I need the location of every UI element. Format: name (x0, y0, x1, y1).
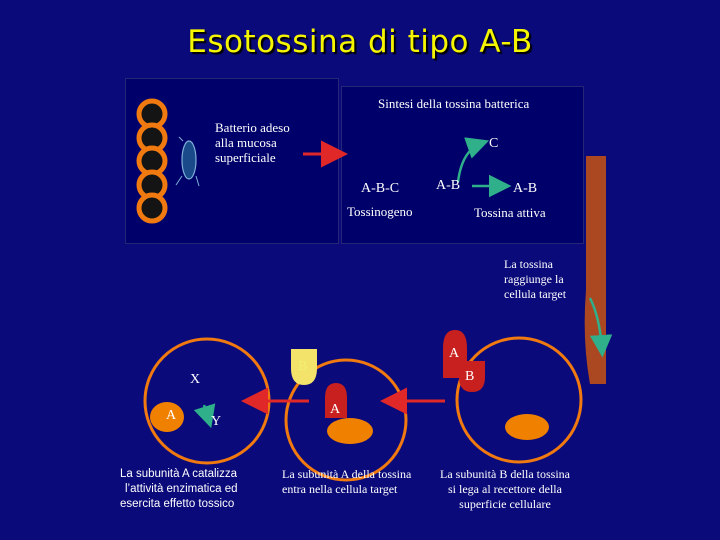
tossinogeno-label: Tossinogeno (347, 204, 413, 219)
cleavage-arrow (456, 137, 490, 183)
caption-middle: La subunità A della tossina entra nella … (282, 467, 412, 496)
transport-arrow (588, 297, 613, 358)
mucosa-cell (136, 192, 168, 224)
caption-right: La subunità B della tossina si lega al r… (440, 467, 570, 511)
tossina-attiva-label: Tossina attiva (474, 205, 546, 220)
reach-note: La tossina raggiunge la cellula target (504, 257, 567, 301)
page-title: Esotossina di tipo A-B (187, 24, 533, 60)
abc-label: A-B-C (361, 181, 400, 196)
label-y: Y (211, 414, 222, 429)
mucosa-cells (136, 98, 168, 224)
nucleus-left (150, 402, 184, 432)
label-x: X (190, 372, 201, 387)
enzymatic-arrow (193, 403, 216, 429)
ab-mid-label: A-B (436, 178, 461, 193)
bacterium-label: Batterio adeso alla mucosa superficiale (215, 120, 290, 165)
bacterium (175, 136, 200, 187)
target-cell-right (455, 336, 583, 464)
ab-right-label: A-B (513, 181, 538, 196)
subunit-b-right (459, 361, 485, 392)
label-a-middle: A (330, 402, 341, 417)
caption-left: La subunità A catalizza l’attività enzim… (120, 468, 238, 510)
subunit-b-middle (291, 349, 317, 385)
nucleus-right (505, 414, 549, 440)
nucleus-middle (327, 418, 373, 444)
target-tissue-edge (584, 156, 606, 384)
subunit-a-middle (325, 383, 347, 418)
label-b-right: B (465, 369, 475, 384)
label-a-left: A (166, 408, 177, 423)
synthesis-heading: Sintesi della tossina batterica (378, 96, 530, 111)
label-b-middle: B (298, 359, 308, 374)
label-a-right: A (449, 346, 460, 361)
c-label: C (489, 136, 499, 151)
target-cell-middle (284, 358, 408, 482)
